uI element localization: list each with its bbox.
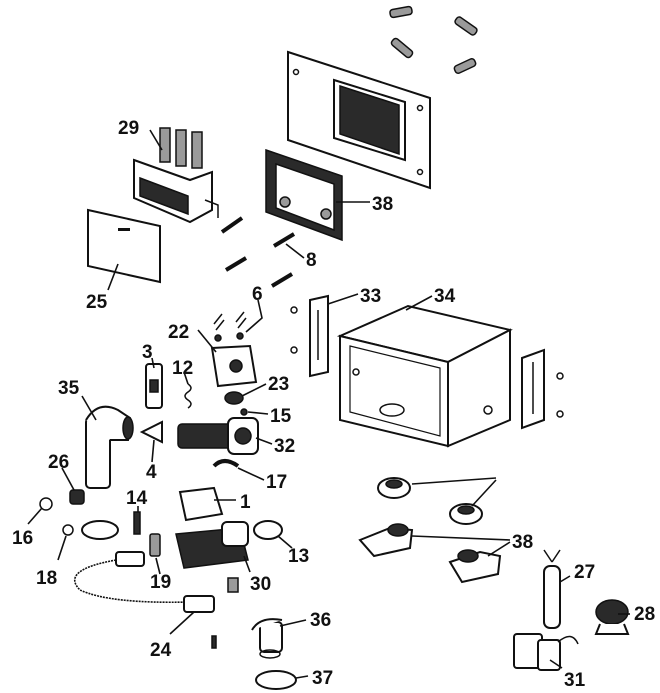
solenoid-valve bbox=[177, 417, 259, 455]
callout-1: 1 bbox=[240, 492, 251, 513]
flex-hose bbox=[74, 551, 215, 613]
valve-insert bbox=[145, 363, 163, 409]
o-ring-13 bbox=[253, 520, 283, 540]
callout-8: 8 bbox=[306, 250, 317, 271]
callout-27: 29 bbox=[118, 118, 139, 139]
filter-19 bbox=[149, 533, 161, 557]
callout-19: 19 bbox=[150, 572, 171, 593]
cone-filter bbox=[139, 420, 163, 444]
mounting-pins bbox=[389, 5, 478, 75]
end-cap bbox=[69, 489, 85, 505]
callout-4: 4 bbox=[146, 462, 157, 483]
callout-17: 17 bbox=[266, 472, 287, 493]
gasket-frame bbox=[265, 148, 343, 242]
callout-31: 33 bbox=[360, 286, 381, 307]
callout-20: 22 bbox=[168, 322, 189, 343]
screws bbox=[220, 216, 296, 288]
access-panel bbox=[87, 208, 161, 284]
housing-box bbox=[336, 304, 513, 448]
outlet-elbow bbox=[251, 618, 283, 659]
sensor-block bbox=[210, 344, 258, 388]
tail-fittings bbox=[358, 523, 502, 584]
ball-15 bbox=[240, 408, 248, 416]
callout-16: 16 bbox=[12, 528, 33, 549]
callout-6: 6 bbox=[252, 284, 263, 305]
pin-14 bbox=[133, 511, 141, 535]
callout-28: 30 bbox=[250, 574, 271, 595]
callout-25: 27 bbox=[574, 562, 595, 583]
callout-29: 31 bbox=[564, 670, 586, 691]
callout-21: 23 bbox=[268, 374, 289, 395]
callout-3: 3 bbox=[142, 342, 153, 363]
flat-washer bbox=[81, 520, 119, 540]
callout-15: 15 bbox=[270, 406, 292, 427]
o-ring-35 bbox=[255, 670, 297, 690]
callout-24: 26 bbox=[48, 452, 69, 473]
cover-plate bbox=[287, 50, 431, 190]
o-ring-21 bbox=[224, 391, 244, 405]
callout-26: 28 bbox=[634, 604, 655, 625]
battery-pack bbox=[513, 633, 579, 671]
o-ring-18 bbox=[62, 524, 74, 536]
side-bracket bbox=[521, 348, 564, 430]
cap-knob bbox=[594, 599, 630, 635]
callout-22: 24 bbox=[150, 640, 172, 661]
lock-nuts bbox=[377, 477, 483, 525]
callout-18: 18 bbox=[36, 568, 57, 589]
control-unit bbox=[133, 127, 219, 224]
callout-33: 35 bbox=[58, 378, 80, 399]
leader-lines bbox=[27, 129, 630, 679]
valve-cover bbox=[178, 486, 224, 522]
callout-35: 37 bbox=[312, 668, 333, 689]
mounting-bracket bbox=[290, 294, 329, 378]
small-screws bbox=[213, 311, 247, 342]
callout-14: 14 bbox=[126, 488, 148, 509]
valve-body bbox=[175, 521, 249, 593]
callout-38: 38 bbox=[372, 194, 393, 215]
callout-34: 36 bbox=[310, 610, 331, 631]
callout-32: 34 bbox=[434, 286, 456, 307]
o-ring-16 bbox=[39, 497, 53, 511]
callout-36: 38 bbox=[512, 532, 533, 553]
retaining-clip bbox=[212, 459, 240, 468]
callout-13: 13 bbox=[288, 546, 309, 567]
callout-23: 25 bbox=[86, 292, 108, 313]
callout-12: 12 bbox=[172, 358, 193, 379]
callout-30: 32 bbox=[274, 436, 295, 457]
spring bbox=[184, 383, 192, 409]
small-pin bbox=[211, 635, 217, 649]
inlet-elbow bbox=[85, 405, 134, 489]
sensor-probe bbox=[543, 549, 561, 629]
